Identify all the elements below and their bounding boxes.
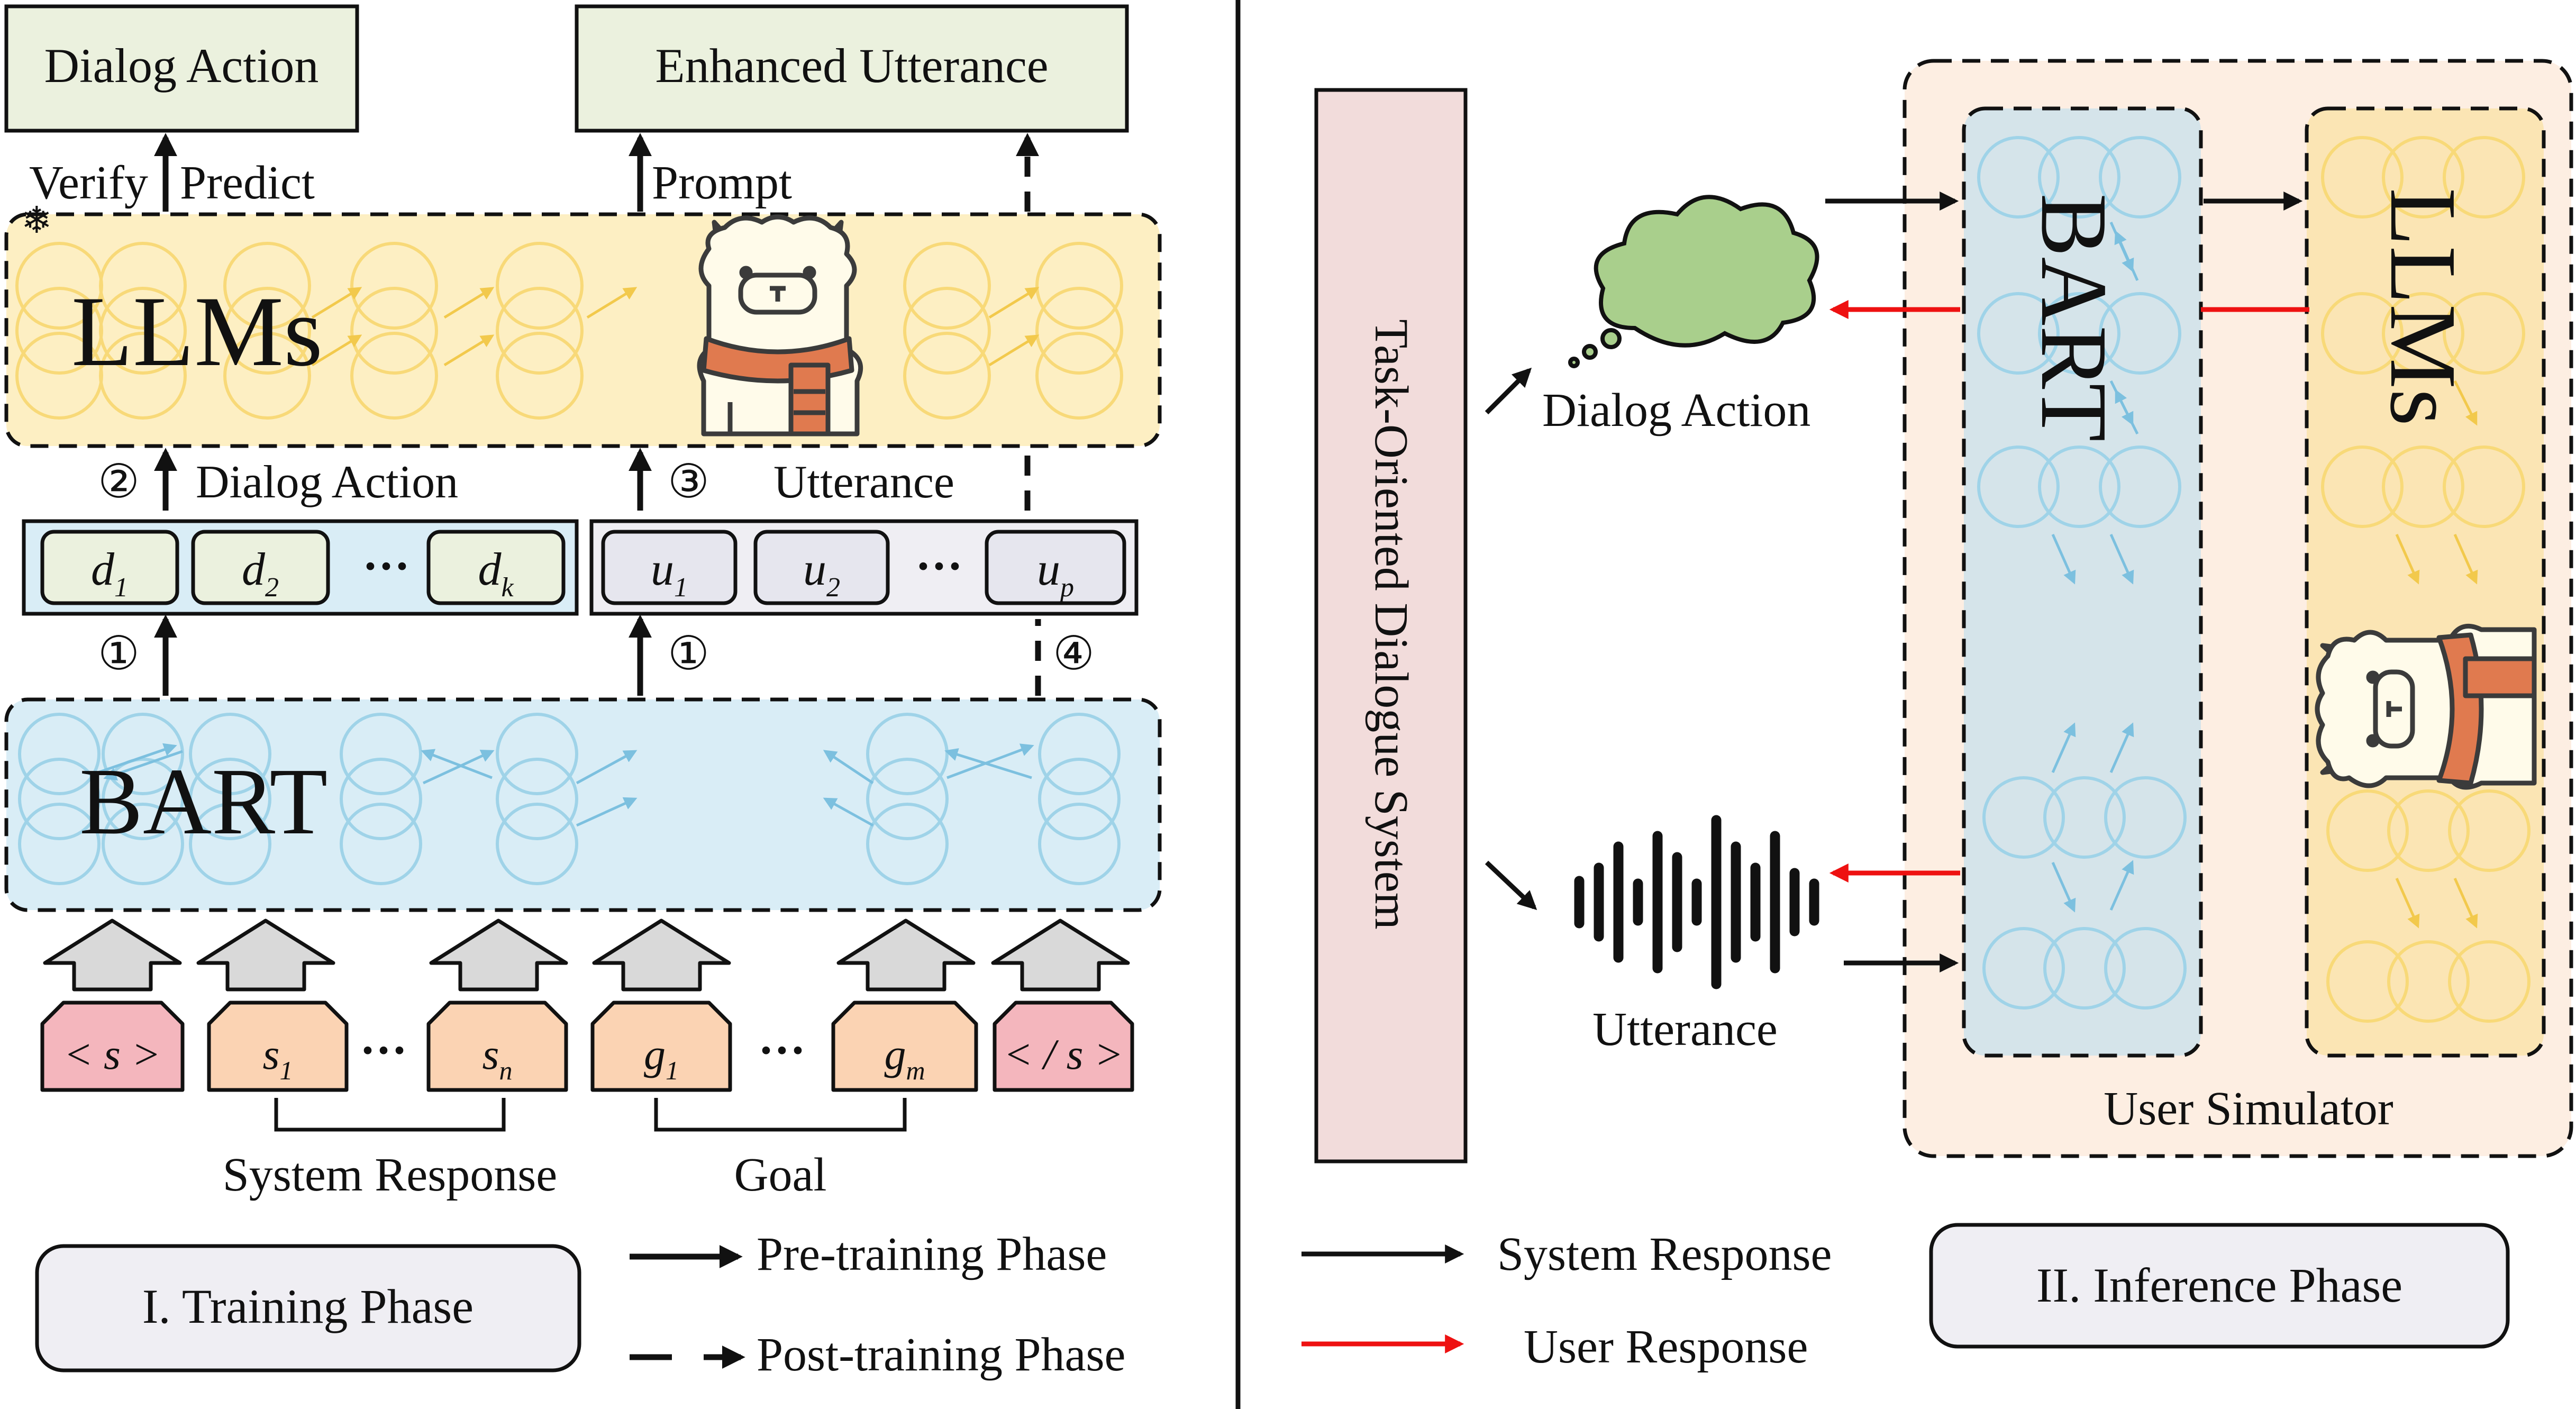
svg-text:gm: gm [884, 1030, 925, 1085]
verify-label: Verify [29, 157, 148, 209]
llms-column-label: LLMs [2371, 188, 2476, 426]
input-arrow-6 [991, 919, 1130, 992]
soundwave-icon [1574, 815, 1819, 989]
posttraining-legend-label: Post-training Phase [757, 1329, 1125, 1381]
svg-text:dk: dk [478, 544, 514, 603]
thought-cloud-icon [1568, 195, 1819, 368]
input-token-s1: s1 [207, 1001, 349, 1092]
tod-to-dialog-action-arrow [1485, 367, 1532, 415]
input-token-end: < / s > [993, 1001, 1134, 1092]
input-arrow-3 [429, 919, 568, 992]
dialog-action-label: Dialog Action [1542, 384, 1810, 437]
token-d-ellipsis: ··· [362, 540, 410, 593]
system-response-ellipsis: ··· [360, 1024, 407, 1077]
step-3-label: Utterance [773, 457, 954, 508]
system-response-legend-label: System Response [1497, 1228, 1832, 1280]
predict-label: Predict [180, 157, 315, 209]
input-token-gm: gm [831, 1001, 978, 1092]
inference-phase-box: II. Inference Phase [1929, 1223, 2510, 1349]
token-d1: d1 [40, 530, 179, 605]
llms-label: LLMs [71, 276, 323, 387]
svg-text:sn: sn [483, 1030, 513, 1085]
enhanced-utterance-output-box: Enhanced Utterance [575, 4, 1129, 133]
enhanced-utterance-output-label: Enhanced Utterance [655, 39, 1048, 93]
llm-neuron-layers [15, 242, 1123, 420]
utterance-token-group: u1 u2 ··· up [589, 519, 1139, 616]
llms-column: LLMs [2305, 106, 2546, 1058]
svg-text:< s >: < s > [63, 1030, 161, 1078]
snowflake-icon: ❄ [21, 201, 52, 241]
token-dk: dk [426, 530, 566, 605]
input-token-sn: sn [426, 1001, 568, 1092]
inference-phase-label: II. Inference Phase [2036, 1258, 2402, 1312]
user-simulator-label: User Simulator [2104, 1083, 2393, 1135]
step-2-label: Dialog Action [196, 457, 458, 508]
bart-neuron-layers [18, 713, 1121, 885]
tod-system-label: Task-Oriented Dialogue System [1365, 319, 1417, 929]
token-u-ellipsis: ··· [915, 540, 963, 593]
input-token-start: < s > [40, 1001, 185, 1092]
dialog-action-output-label: Dialog Action [44, 39, 319, 93]
step-1-right-marker: ① [668, 629, 709, 680]
utterance-label: Utterance [1592, 1003, 1778, 1056]
svg-text:u2: u2 [803, 544, 840, 603]
input-arrow-4 [592, 919, 731, 992]
svg-text:up: up [1037, 544, 1074, 603]
bart-block: BART [4, 697, 1162, 912]
bart-column-neurons [1977, 136, 2187, 1010]
tod-system-box: Task-Oriented Dialogue System [1314, 88, 1468, 1163]
user-response-legend-label: User Response [1524, 1321, 1808, 1373]
token-d2: d2 [191, 530, 330, 605]
step-1-left-marker: ① [98, 629, 140, 680]
input-token-g1: g1 [590, 1001, 732, 1092]
prompt-label: Prompt [652, 157, 792, 209]
training-phase-label: I. Training Phase [142, 1279, 474, 1333]
svg-text:g1: g1 [644, 1030, 679, 1085]
llms-column-neurons [2321, 136, 2531, 1023]
goal-label: Goal [734, 1149, 827, 1201]
input-arrow-1 [43, 919, 182, 992]
svg-text:< / s >: < / s > [1004, 1030, 1124, 1078]
step-4-marker: ④ [1053, 629, 1095, 680]
token-u1: u1 [601, 530, 738, 605]
llms-block: ❄ LLMs [4, 201, 1162, 448]
token-u2: u2 [753, 530, 890, 605]
system-response-label: System Response [223, 1149, 558, 1201]
bart-column: BART [1962, 106, 2203, 1058]
pretraining-legend-label: Pre-training Phase [757, 1228, 1107, 1280]
dialog-action-output-box: Dialog Action [4, 4, 359, 133]
svg-text:d1: d1 [91, 544, 128, 603]
input-arrow-2 [196, 919, 335, 992]
alpaca-icon-rotated [2315, 623, 2537, 790]
tod-to-utterance-arrow [1485, 860, 1537, 910]
bart-label: BART [79, 749, 327, 854]
input-arrow-5 [836, 919, 976, 992]
token-up: up [985, 530, 1126, 605]
svg-text:d2: d2 [242, 544, 279, 603]
step-3-marker: ③ [668, 457, 709, 508]
dialog-action-token-group: d1 d2 ··· dk [22, 519, 579, 616]
system-response-bracket [274, 1098, 506, 1132]
svg-text:u1: u1 [651, 544, 688, 603]
svg-text:s1: s1 [263, 1030, 293, 1085]
goal-bracket [654, 1098, 907, 1132]
goal-ellipsis: ··· [758, 1024, 806, 1077]
input-up-arrows [43, 919, 1130, 992]
bart-column-label: BART [2022, 193, 2127, 441]
alpaca-icon [697, 214, 863, 437]
training-phase-box: I. Training Phase [35, 1244, 581, 1372]
step-2-marker: ② [98, 457, 140, 508]
